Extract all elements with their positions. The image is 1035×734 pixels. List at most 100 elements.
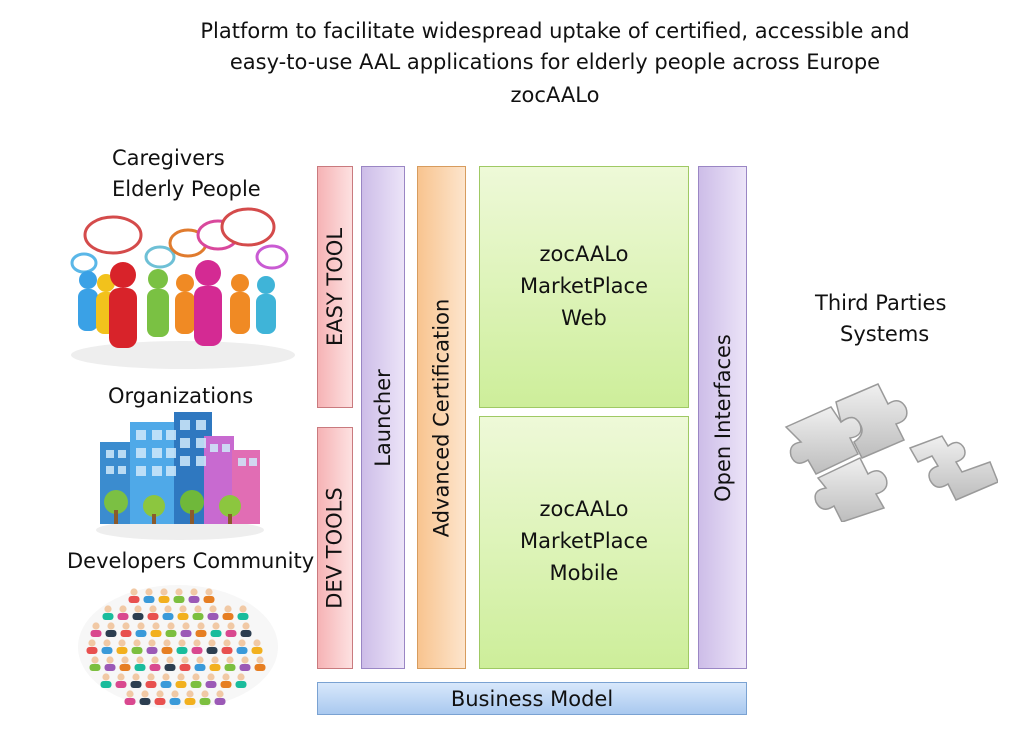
- avatar-body: [205, 681, 217, 688]
- avatar-head: [193, 639, 201, 647]
- avatar-head: [216, 690, 224, 698]
- marketplace-mobile-block: zocAALo MarketPlace Mobile: [479, 416, 689, 669]
- marketplace-web-block: zocAALo MarketPlace Web: [479, 166, 689, 408]
- label-organizations: Organizations: [108, 384, 254, 408]
- avatar-head: [151, 656, 159, 664]
- avatar-head: [212, 622, 220, 630]
- avatar-body: [147, 613, 159, 620]
- people-chat-icon: [70, 207, 295, 369]
- avatar-head: [181, 656, 189, 664]
- marketplace-web-line-1: zocAALo: [539, 241, 629, 266]
- avatar-head: [207, 673, 215, 681]
- avatar-head: [130, 588, 138, 596]
- avatar-body: [115, 681, 127, 688]
- community-avatars-icon: [78, 585, 278, 709]
- avatar-head: [134, 605, 142, 613]
- buildings-icon: [96, 412, 264, 540]
- dev-tools-block: DEV TOOLS: [317, 427, 353, 669]
- avatar-head: [102, 673, 110, 681]
- avatar-head: [242, 622, 250, 630]
- avatar-head: [133, 639, 141, 647]
- label-third-parties: Third Parties: [815, 291, 947, 315]
- label-elderly-people: Elderly People: [112, 177, 261, 201]
- avatar-body: [194, 664, 206, 671]
- avatar-body: [195, 630, 207, 637]
- avatar-body: [150, 630, 162, 637]
- avatar-head: [222, 673, 230, 681]
- avatar-body: [221, 647, 233, 654]
- avatar-body: [173, 596, 185, 603]
- avatar-head: [196, 656, 204, 664]
- avatar-head: [227, 622, 235, 630]
- avatar-head: [238, 639, 246, 647]
- avatar-body: [203, 596, 215, 603]
- avatar-head: [175, 588, 183, 596]
- avatar-body: [146, 647, 158, 654]
- avatar-body: [177, 613, 189, 620]
- avatar-head: [148, 639, 156, 647]
- avatar-head: [201, 690, 209, 698]
- avatar-head: [121, 656, 129, 664]
- avatar-head: [160, 588, 168, 596]
- avatar-head: [119, 605, 127, 613]
- avatar-head: [177, 673, 185, 681]
- avatar-body: [117, 613, 129, 620]
- avatar-body: [119, 664, 131, 671]
- avatar-head: [167, 622, 175, 630]
- avatar-head: [194, 605, 202, 613]
- avatar-body: [236, 647, 248, 654]
- avatar-head: [137, 622, 145, 630]
- puzzle-icon: [784, 383, 998, 522]
- open-interfaces-block: Open Interfaces: [698, 166, 747, 669]
- avatar-body: [220, 681, 232, 688]
- avatar-head: [92, 622, 100, 630]
- avatar-head: [197, 622, 205, 630]
- avatar-head: [241, 656, 249, 664]
- title-line-3: zocAALo: [510, 83, 600, 107]
- label-caregivers: Caregivers: [112, 146, 225, 170]
- marketplace-mobile-line-3: Mobile: [549, 560, 619, 585]
- avatar-body: [131, 647, 143, 654]
- avatar-head: [253, 639, 261, 647]
- avatar-body: [161, 647, 173, 654]
- certification-block: Advanced Certification: [417, 166, 466, 669]
- avatar-head: [126, 690, 134, 698]
- avatar-body: [180, 630, 192, 637]
- avatar-head: [190, 588, 198, 596]
- avatar-head: [192, 673, 200, 681]
- certification-label: Advanced Certification: [429, 298, 454, 537]
- avatar-head: [117, 673, 125, 681]
- label-systems: Systems: [840, 322, 930, 346]
- avatar-head: [149, 605, 157, 613]
- avatar-body: [188, 596, 200, 603]
- avatar-body: [224, 664, 236, 671]
- avatar-body: [251, 647, 263, 654]
- marketplace-mobile-line-1: zocAALo: [539, 496, 629, 521]
- avatar-body: [134, 664, 146, 671]
- avatar-body: [158, 596, 170, 603]
- avatar-body: [175, 681, 187, 688]
- avatar-body: [116, 647, 128, 654]
- avatar-head: [103, 639, 111, 647]
- avatar-head: [163, 639, 171, 647]
- avatar-body: [154, 698, 166, 705]
- easy-tool-label: EASY TOOL: [323, 227, 347, 347]
- avatar-body: [124, 698, 136, 705]
- avatar-body: [165, 630, 177, 637]
- avatar-body: [184, 698, 196, 705]
- avatar-head: [182, 622, 190, 630]
- avatar-head: [122, 622, 130, 630]
- avatar-body: [176, 647, 188, 654]
- avatar-head: [171, 690, 179, 698]
- speech-bubble: [83, 215, 143, 255]
- title-line-2: easy-to-use AAL applications for elderly…: [229, 50, 881, 74]
- avatar-head: [147, 673, 155, 681]
- avatar-body: [86, 647, 98, 654]
- avatar-body: [139, 698, 151, 705]
- avatar-head: [156, 690, 164, 698]
- avatar-body: [199, 698, 211, 705]
- avatar-head: [145, 588, 153, 596]
- avatar-head: [132, 673, 140, 681]
- avatar-body: [143, 596, 155, 603]
- avatar-head: [211, 656, 219, 664]
